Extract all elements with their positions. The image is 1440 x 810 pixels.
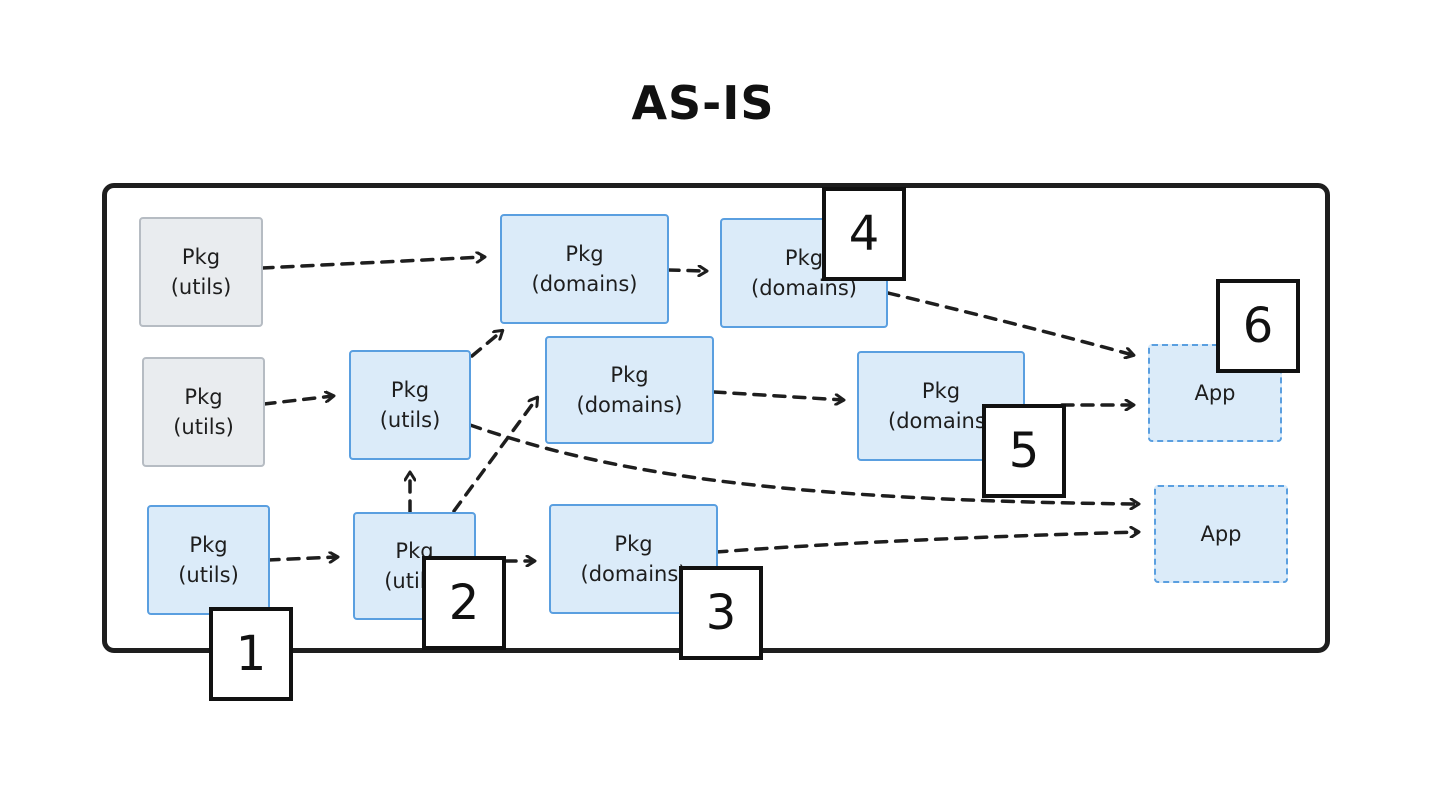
arrow-utils-gray-1-to-domains-top-1 <box>260 257 484 270</box>
app-node[interactable]: App <box>1154 485 1288 583</box>
pkg-utils-node[interactable]: Pkg (utils) <box>349 350 471 460</box>
pkg-name: Pkg <box>610 363 649 387</box>
arrow-utils-blue-bottom-to-utils-low <box>266 557 337 560</box>
pkg-type: (domains) <box>576 393 683 417</box>
pkg-utils-node[interactable]: Pkg (utils) <box>147 505 270 615</box>
pkg-type: (utils) <box>178 563 239 587</box>
callout-badge-3: 3 <box>679 566 763 660</box>
pkg-name: Pkg <box>565 242 604 266</box>
callout-badge-4: 4 <box>822 187 906 281</box>
app-label: App <box>1200 522 1242 546</box>
arrow-domains-top-2-to-app-1 <box>886 291 1133 355</box>
pkg-type: (domains) <box>580 562 687 586</box>
callout-badge-1: 1 <box>209 607 293 701</box>
pkg-name: Pkg <box>921 379 961 403</box>
pkg-domains-node[interactable]: Pkg (domains) <box>500 214 669 324</box>
pkg-type: (utils) <box>173 415 234 439</box>
arrow-domains-low-to-app-2 <box>714 532 1138 554</box>
pkg-name: Pkg <box>784 246 824 270</box>
pkg-type: (utils) <box>170 275 232 299</box>
pkg-utils-node[interactable]: Pkg (utils) <box>142 357 265 467</box>
pkg-utils-node[interactable]: Pkg (utils) <box>139 217 263 327</box>
pkg-domains-node[interactable]: Pkg (domains) <box>545 336 714 444</box>
arrow-utils-mid-to-domains-top-1 <box>470 331 502 358</box>
pkg-name: Pkg <box>181 245 221 269</box>
arrow-utils-gray-2-to-utils-mid <box>262 396 333 406</box>
pkg-type: (utils) <box>379 408 441 432</box>
pkg-name: Pkg <box>184 385 223 409</box>
pkg-type: (domains) <box>888 409 994 433</box>
app-label: App <box>1194 381 1236 405</box>
arrow-domains-mid-1-to-domains-mid-2 <box>712 390 843 400</box>
pkg-name: Pkg <box>390 378 430 402</box>
arrow-utils-low-to-domains-mid-1 <box>452 398 537 513</box>
pkg-name: Pkg <box>189 533 228 557</box>
arrow-utils-mid-to-app-2 <box>468 423 1138 504</box>
pkg-name: Pkg <box>614 532 653 556</box>
callout-badge-6: 6 <box>1216 279 1300 373</box>
callout-badge-2: 2 <box>422 556 506 650</box>
pkg-type: (domains) <box>531 272 638 296</box>
arrow-domains-top-1-to-domains-top-2 <box>666 270 706 271</box>
callout-badge-5: 5 <box>982 404 1066 498</box>
diagram-title: AS-IS <box>631 76 775 130</box>
